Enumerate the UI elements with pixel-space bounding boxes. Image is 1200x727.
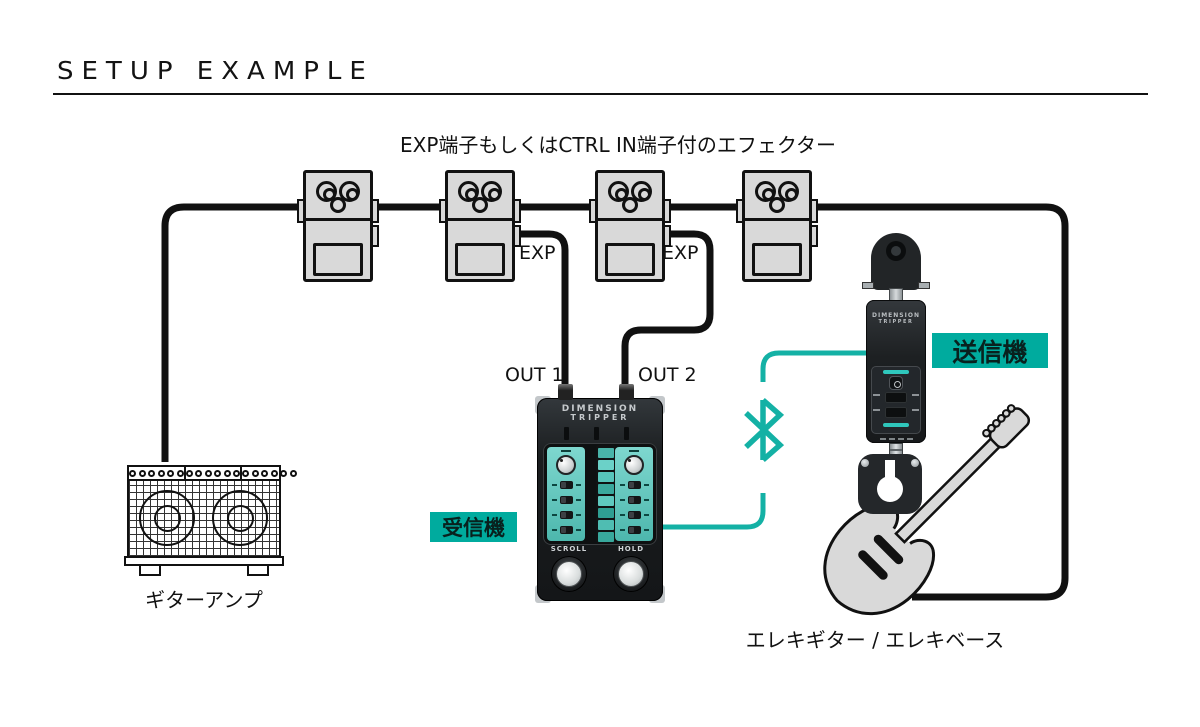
transmitter-body: DIMENSION TRIPPER [866, 300, 926, 443]
amp-base [124, 556, 284, 566]
clip-keyhole [877, 476, 903, 502]
exp-label-1: EXP [519, 242, 556, 264]
exp-cable-out1 [521, 230, 569, 392]
out1-label: OUT 1 [505, 364, 564, 386]
amp-label: ギターアンプ [145, 588, 263, 612]
audio-cable-path [161, 203, 1069, 601]
pedal2-exp-jack [513, 225, 521, 247]
out2-label: OUT 2 [638, 364, 697, 386]
pedal2-input-jack [513, 199, 521, 223]
receiver-tag: 受信機 [430, 512, 517, 542]
pedal-knob-small [769, 197, 785, 213]
receiver-left-pad [547, 447, 585, 541]
effect-pedal-3 [589, 170, 671, 282]
pedal1-input-jack [371, 199, 379, 223]
pedal-knob-small [472, 197, 488, 213]
amp-speaker-cone [153, 504, 181, 532]
scroll-footswitch-label: SCROLL [550, 545, 588, 553]
pedal-seam [448, 218, 512, 221]
pedal-seam [745, 218, 809, 221]
effect-pedal-1 [297, 170, 379, 282]
guitar-pickup [858, 550, 888, 580]
pedal-footswitch [752, 243, 802, 276]
title-underline [53, 93, 1148, 95]
effect-pedal-4 [736, 170, 818, 282]
pedal-knob [755, 181, 776, 202]
effect-pedal-2 [439, 170, 521, 282]
pedal4-output-jack [736, 199, 744, 223]
pedal-footswitch [313, 243, 363, 276]
hook-hole [886, 241, 906, 261]
receiver-brand-logo: DIMENSION TRIPPER [561, 404, 639, 423]
pedal-knob [458, 181, 479, 202]
transmitter-brand-logo: DIMENSION TRIPPER [872, 312, 920, 325]
amp-foot [247, 564, 269, 576]
pedal-knob [481, 181, 502, 202]
transmitter-tag: 送信機 [932, 333, 1048, 368]
pedal4-input-jack [810, 199, 818, 223]
wireless-link-path [663, 350, 866, 530]
exp-cable-out2 [621, 230, 714, 392]
pedal-knob [631, 181, 652, 202]
power-button [889, 376, 903, 390]
scroll-footswitch [551, 556, 587, 592]
amp-speaker-cone [226, 504, 254, 532]
pedal-knob-small [330, 197, 346, 213]
pedal-footswitch [605, 243, 655, 276]
pedal-footswitch [455, 243, 505, 276]
pedal-seam [598, 218, 662, 221]
pedal4-exp-jack [810, 225, 818, 247]
transmitter-panel [871, 366, 921, 434]
pedal-knob-small [622, 197, 638, 213]
pedal-knob [316, 181, 337, 202]
page-title: SETUP EXAMPLE [57, 57, 374, 86]
transmitter-button [885, 407, 907, 418]
effectors-caption: EXP端子もしくはCTRL IN端子付のエフェクター [400, 133, 837, 157]
electric-guitar [823, 404, 1031, 616]
pedal-knob [608, 181, 629, 202]
out2-plug [619, 384, 634, 400]
amp-speaker [212, 490, 268, 546]
amp-foot [139, 564, 161, 576]
bluetooth-icon [744, 397, 785, 463]
pedal3-exp-jack [663, 225, 671, 247]
pedal1-output-jack [297, 199, 305, 223]
hold-footswitch-label: HOLD [617, 545, 645, 553]
pedal3-input-jack [663, 199, 671, 223]
guitar-strap-clip [858, 450, 922, 516]
out1-plug [558, 384, 573, 400]
receiver-led-ladder [596, 445, 616, 543]
transmitter-unit: DIMENSION TRIPPER [860, 233, 932, 473]
pedal-knob [339, 181, 360, 202]
hold-footswitch [613, 556, 649, 592]
pedal3-output-jack [589, 199, 597, 223]
strap-hook [871, 233, 921, 290]
receiver-pedal: DIMENSION TRIPPER [535, 384, 665, 603]
amp-speaker [139, 490, 195, 546]
receiver-knob [556, 455, 576, 475]
receiver-knob [624, 455, 644, 475]
guitar-amp [124, 465, 297, 583]
pedal2-output-jack [439, 199, 447, 223]
receiver-body: DIMENSION TRIPPER [537, 384, 663, 601]
receiver-control-panel [543, 443, 657, 545]
receiver-right-pad [615, 447, 653, 541]
amp-control-panel [127, 465, 297, 481]
guitar-pickup [873, 534, 904, 565]
pedal-seam [306, 218, 370, 221]
transmitter-button [885, 392, 907, 403]
pedal1-exp-jack [371, 225, 379, 247]
exp-label-2: EXP [662, 242, 699, 264]
guitar-label: エレキギター / エレキベース [745, 628, 1005, 652]
pedal-knob [778, 181, 799, 202]
